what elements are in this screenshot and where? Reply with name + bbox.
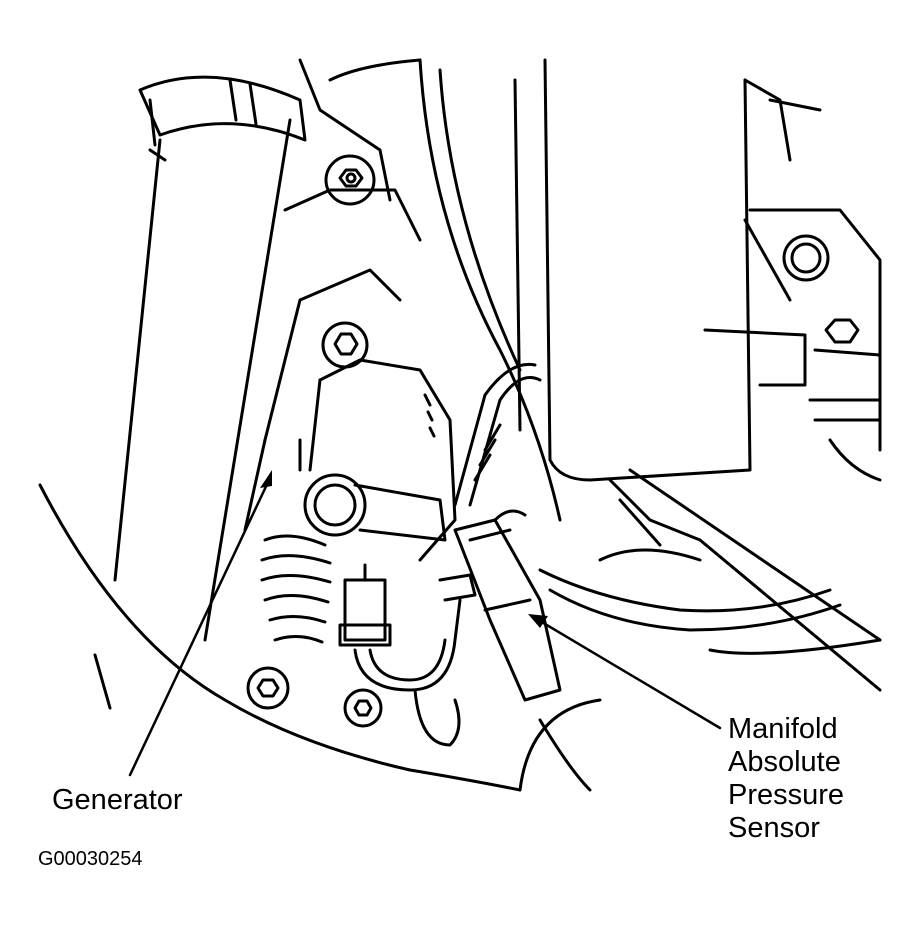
map-sensor-body bbox=[438, 509, 562, 702]
figure-id: G00030254 bbox=[38, 848, 143, 870]
generator-body bbox=[298, 358, 457, 562]
wiring-harness bbox=[353, 362, 842, 747]
fan-shroud-edge bbox=[38, 483, 522, 792]
radiator-hose bbox=[113, 75, 307, 642]
bolt-lower-middle bbox=[343, 688, 383, 728]
generator-leader-arrowhead bbox=[260, 470, 272, 488]
generator-cooling-fins bbox=[260, 534, 332, 644]
air-box bbox=[513, 58, 882, 482]
generator-label: Generator bbox=[52, 784, 183, 816]
map-sensor-label-line-4: Sensor bbox=[728, 812, 820, 844]
fan-shroud-inner-edge bbox=[93, 653, 112, 710]
lower-right-duct bbox=[518, 438, 882, 792]
bolt-lower-left bbox=[246, 666, 290, 710]
map-sensor-label-line-1: Manifold bbox=[728, 713, 838, 745]
bolt-far-right bbox=[824, 318, 860, 344]
generator-leader-line bbox=[128, 476, 272, 777]
generator-connector bbox=[338, 563, 392, 647]
map-sensor-leader-arrowhead bbox=[528, 614, 548, 628]
map-sensor-label-line-3: Pressure bbox=[728, 779, 845, 811]
bolt-right bbox=[782, 234, 830, 282]
bolt-upper bbox=[324, 154, 376, 206]
map-sensor-label-line-2: Absolute bbox=[728, 746, 841, 778]
engine-block-outline bbox=[243, 58, 562, 532]
map-sensor-label: Manifold Absolute Pressure Sensor bbox=[728, 713, 844, 845]
map-sensor-leader-line bbox=[533, 616, 722, 730]
